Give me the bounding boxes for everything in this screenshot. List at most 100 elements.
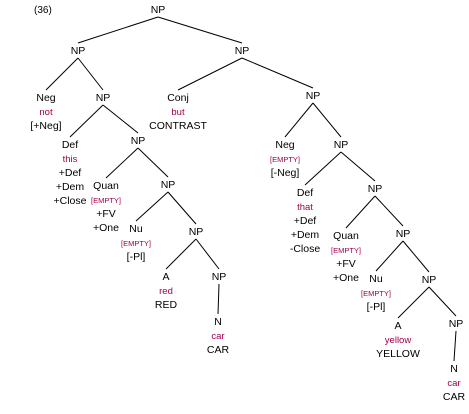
edge-root-np_left	[77, 16, 159, 44]
node-np_right: NP	[235, 45, 250, 57]
edge-np_r5-nu2	[375, 240, 404, 272]
edge-np_left-np_l2	[77, 57, 104, 91]
edge-np_l2-np_l3	[102, 104, 139, 134]
node-empty-marker: [EMPTY]	[361, 289, 391, 298]
edge-np_l5-a1	[165, 238, 197, 270]
node-label: Quan	[93, 180, 119, 192]
edge-np_r4-np_r5	[374, 195, 404, 227]
edge-np_l3-np_l4	[137, 147, 169, 178]
edge-np_l3-quan1	[105, 147, 139, 179]
node-gloss: red	[159, 286, 173, 297]
node-feature: -Close	[290, 243, 321, 255]
node-np_l5: NP	[189, 226, 204, 238]
node-feature: [-Pl]	[127, 251, 146, 263]
edge-np_r3-np_r4	[340, 151, 376, 182]
node-feature: +One	[333, 272, 359, 284]
node-feature: +FV	[336, 258, 356, 270]
edge-np_r7-n2	[453, 330, 457, 362]
node-gloss: that	[297, 202, 313, 213]
node-label: N	[450, 363, 458, 375]
node-feature: RED	[155, 299, 178, 311]
node-gloss: but	[171, 107, 185, 118]
node-label: NP	[212, 271, 227, 283]
node-label: NP	[368, 183, 383, 195]
node-nu2: Nu [EMPTY] [-Pl]	[361, 273, 391, 313]
node-label: Neg	[275, 139, 294, 151]
node-label: A	[162, 271, 169, 283]
node-np_l3: NP	[131, 135, 146, 147]
node-feature: [-Pl]	[367, 301, 386, 313]
node-np_r4: NP	[368, 183, 383, 195]
node-gloss: car	[211, 331, 224, 342]
edge-np_right-np_r2	[241, 57, 314, 89]
node-label: N	[214, 316, 222, 328]
node-feature: CAR	[443, 391, 466, 403]
node-empty-marker: [EMPTY]	[91, 196, 121, 205]
node-label: Neg	[36, 92, 55, 104]
edge-np_right-conj	[177, 57, 243, 91]
edge-np_l6-n1	[217, 283, 220, 315]
edge-np_l5-np_l6	[195, 238, 220, 270]
node-label: NP	[396, 228, 411, 240]
node-root: NP	[151, 4, 166, 16]
edge-np_left-neg1	[45, 57, 79, 91]
node-empty-marker: [EMPTY]	[121, 239, 151, 248]
example-number: (36)	[34, 5, 52, 16]
node-label: Def	[297, 187, 313, 199]
node-label: NP	[189, 226, 204, 238]
node-feature: +FV	[96, 208, 116, 220]
edge-np_r2-neg2	[284, 102, 314, 138]
edge-np_l4-np_l5	[167, 191, 197, 225]
edge-root-np_right	[157, 16, 243, 44]
node-feature: [-Neg]	[271, 167, 300, 179]
edge-np_l4-nu1	[135, 191, 169, 222]
node-nu1: Nu[EMPTY][-Pl]	[121, 223, 151, 263]
node-np_r2: NP	[306, 90, 321, 102]
node-label: Quan	[333, 230, 359, 242]
node-quan2: Quan[EMPTY]+FV+One	[331, 230, 361, 284]
node-empty-marker: [EMPTY]	[270, 155, 300, 164]
node-gloss: car	[447, 378, 460, 389]
node-neg2: Neg [EMPTY] [-Neg]	[270, 139, 300, 179]
node-label: NP	[131, 135, 146, 147]
node-label: NP	[422, 274, 437, 286]
node-label: Def	[62, 139, 78, 151]
tree-edges	[45, 16, 457, 362]
node-gloss: yellow	[385, 335, 412, 346]
node-feature: [+Neg]	[30, 120, 61, 132]
tree-nodes: NP NP NP Neg not [+Neg] NP Def this +Def +Dem +Clos…	[30, 4, 465, 403]
node-np_l4: NP	[161, 179, 176, 191]
node-label: Nu	[369, 273, 383, 285]
node-gloss: this	[63, 154, 78, 165]
node-gloss: not	[39, 107, 53, 118]
node-np_r7: NP	[449, 318, 464, 330]
edge-np_r6-a2	[397, 286, 430, 319]
node-np_l2: NP	[96, 92, 111, 104]
node-label: NP	[96, 92, 111, 104]
node-neg1: Neg not [+Neg]	[30, 92, 61, 132]
node-label: NP	[334, 139, 349, 151]
node-np_left: NP	[71, 45, 86, 57]
node-feature: +Def	[294, 215, 317, 227]
node-label: NP	[449, 318, 464, 330]
node-feature: +Close	[54, 195, 87, 207]
node-feature: CONTRAST	[149, 120, 207, 132]
node-feature: +Dem	[56, 181, 85, 193]
node-np_l6: NP	[212, 271, 227, 283]
node-quan1: Quan [EMPTY] +FV +One	[91, 180, 121, 234]
edge-np_r4-quan2	[345, 195, 376, 229]
node-feature: CAR	[207, 344, 230, 356]
node-label: NP	[306, 90, 321, 102]
edge-np_r2-np_r3	[312, 102, 342, 138]
node-np_r5: NP	[396, 228, 411, 240]
node-feature: +One	[93, 222, 119, 234]
edge-np_l2-def1	[69, 104, 104, 138]
node-label: A	[394, 320, 401, 332]
node-np_r6: NP	[422, 274, 437, 286]
